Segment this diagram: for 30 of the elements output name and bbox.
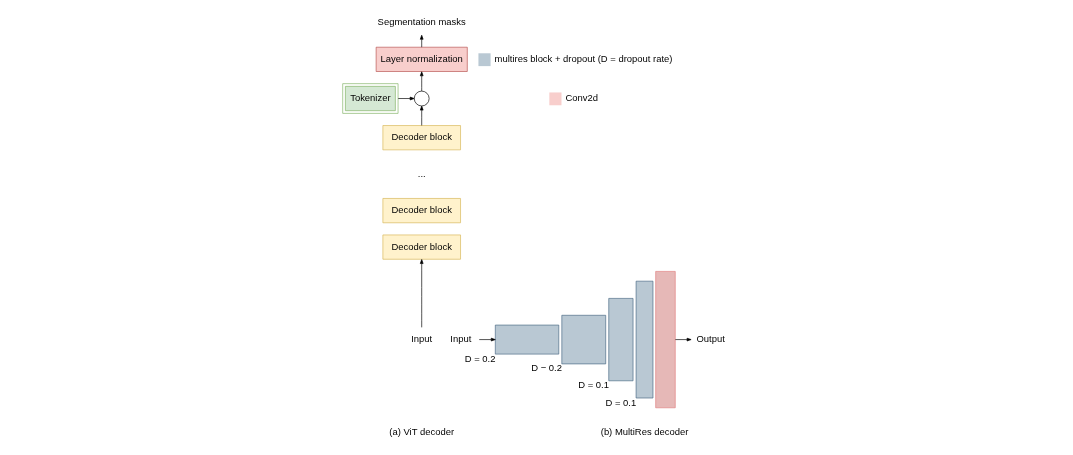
- node-box: [494, 324, 560, 355]
- node-box: [561, 314, 607, 365]
- arrow: [419, 259, 424, 328]
- node-text: Output: [696, 333, 725, 345]
- node-box: Layer normalization: [375, 46, 468, 72]
- label: (a) ViT decoder: [389, 425, 455, 437]
- arrow: [478, 337, 496, 342]
- node-label: D = 0.1: [605, 396, 637, 408]
- node-text: Input: [411, 333, 433, 345]
- arrow: [675, 337, 692, 342]
- arrow: [419, 105, 424, 126]
- node-box: [608, 298, 634, 382]
- node-text: Segmentation masks: [377, 16, 466, 28]
- node-text: Input: [450, 333, 472, 345]
- node-box: Decoder block: [382, 125, 461, 151]
- node-circle: [413, 90, 430, 107]
- arrow: [397, 96, 415, 101]
- node-box: Decoder block: [382, 198, 461, 224]
- label: (b) MultiRes decoder: [600, 425, 689, 437]
- node-box: Decoder block: [382, 234, 461, 260]
- arrow: [419, 34, 424, 48]
- arrow: [419, 71, 424, 92]
- node-box: [655, 271, 676, 409]
- label: ...: [417, 167, 426, 179]
- node-box: [635, 280, 654, 399]
- node-label: D − 0.2: [531, 362, 562, 374]
- legend-label: Conv2d: [565, 92, 599, 104]
- legend-label: multires block + dropout (D = dropout rate): [494, 53, 673, 65]
- node-label: D = 0.1: [578, 379, 609, 391]
- node-label: D = 0.2: [464, 352, 496, 364]
